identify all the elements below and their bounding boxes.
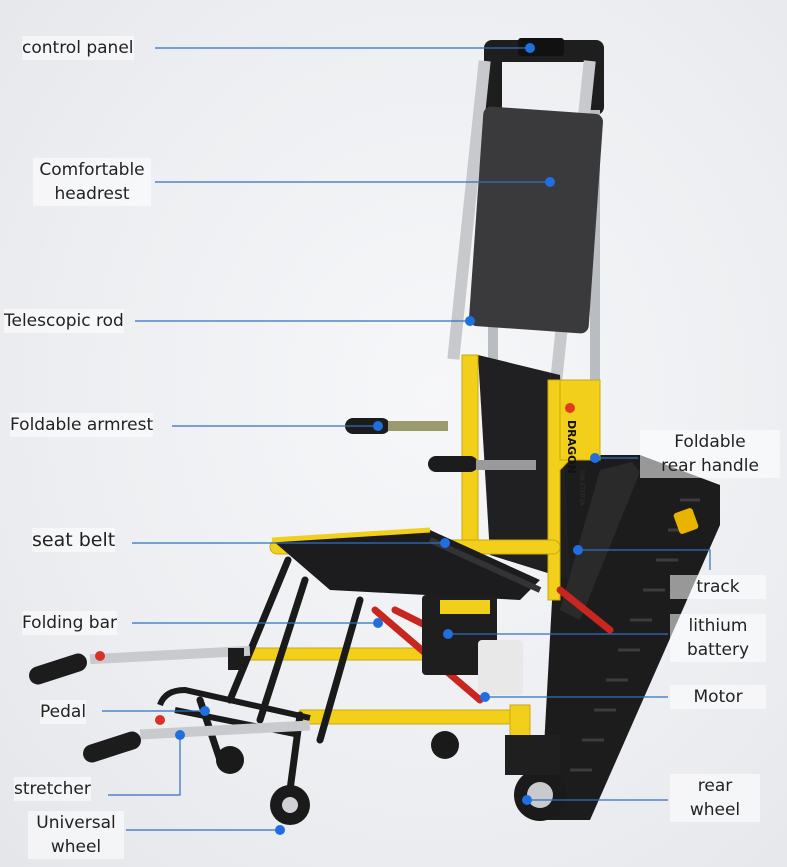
track-assembly [540, 455, 720, 820]
label-battery-line1: lithium [688, 616, 748, 636]
label-telescopic-rod: Telescopic rod [4, 309, 124, 333]
dot-universal-wheel [275, 825, 285, 835]
dot-armrest [373, 421, 383, 431]
label-headrest-line2: headrest [54, 184, 130, 204]
battery-motor [422, 595, 523, 695]
label-motor: Motor [670, 685, 766, 709]
dot-stretcher [175, 730, 185, 740]
label-rear-wheel-line2: wheel [689, 800, 741, 820]
label-control-panel: control panel [22, 36, 134, 60]
brand-mark: DRAGON [565, 420, 578, 474]
dot-folding-bar [373, 618, 383, 628]
seat [271, 527, 542, 600]
label-track: track [670, 575, 766, 599]
label-rear-wheel: rear wheel [670, 774, 760, 822]
dot-telescopic-rod [465, 316, 475, 326]
label-universal-wheel-line1: Universal [36, 813, 116, 833]
wheels [216, 731, 566, 825]
label-headrest: Comfortable headrest [33, 158, 151, 206]
label-rear-handle-line2: rear handle [661, 456, 759, 476]
dot-rear-handle [590, 453, 600, 463]
label-stretcher: stretcher [14, 777, 91, 801]
label-rear-wheel-line1: rear [697, 776, 733, 796]
dot-headrest [545, 177, 555, 187]
label-foldable-rear-handle: Foldable rear handle [640, 430, 780, 478]
label-lithium-battery: lithium battery [670, 614, 766, 662]
headrest-pad [469, 106, 603, 334]
label-pedal: Pedal [40, 700, 87, 724]
dot-battery [443, 629, 453, 639]
dot-control-panel [525, 43, 535, 53]
dot-rear-wheel [522, 795, 532, 805]
marker-dots [175, 43, 600, 835]
label-battery-line2: battery [686, 640, 750, 660]
label-rear-handle-line1: Foldable [674, 432, 746, 452]
label-folding-bar: Folding bar [22, 611, 117, 635]
label-universal-wheel: Universal wheel [28, 811, 124, 859]
model-number: DW-ST003A [578, 470, 585, 506]
label-headrest-line1: Comfortable [39, 160, 145, 180]
dot-seat-belt [440, 538, 450, 548]
label-foldable-armrest: Foldable armrest [10, 413, 154, 437]
dot-motor [480, 692, 490, 702]
leader-lines [102, 47, 711, 831]
label-universal-wheel-line2: wheel [50, 837, 102, 857]
brand-logo: DRAGON DW-ST003A [565, 403, 585, 506]
label-seat-belt: seat belt [32, 528, 116, 552]
dot-track [573, 545, 583, 555]
dot-pedal [200, 706, 210, 716]
